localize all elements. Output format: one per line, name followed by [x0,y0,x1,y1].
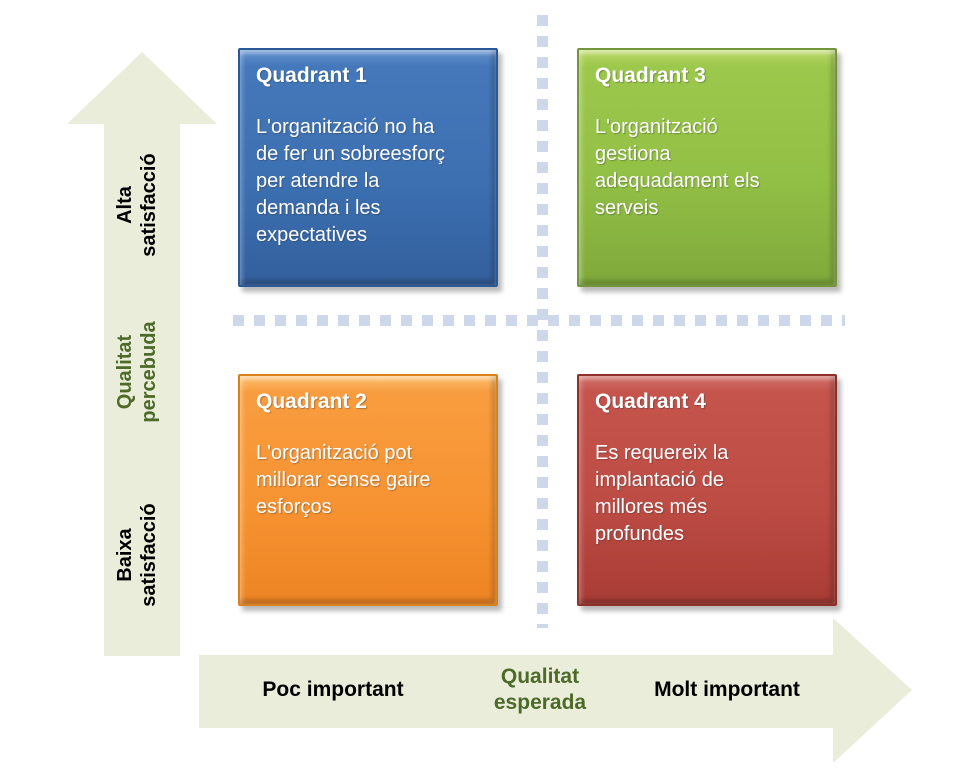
quadrant-1-text: L'organització no ha de fer un sobreesfo… [256,116,445,246]
horizontal-dashed-divider [233,315,845,326]
y-axis-low-label: Baixa satisfacció [113,503,161,606]
quadrant-2-box: Quadrant 2 L'organització pot millorar s… [238,374,498,606]
x-axis-title-line2: esperada [493,691,587,714]
x-axis-arrow-shaft [199,655,833,728]
quadrant-3-title: Quadrant 3 [595,64,706,87]
x-axis-high-label: Molt important [654,677,800,701]
quadrant-4-box: Quadrant 4 Es requereix la implantació d… [577,374,837,606]
x-axis-low-label: Poc important [262,677,404,701]
quadrant-2-title: Quadrant 2 [256,390,367,413]
y-axis-arrow-head-icon [67,52,217,124]
y-axis-low-label-line1: Baixa [114,528,136,582]
quadrant-3-text: L'organització gestiona adequadament els… [595,116,760,219]
y-axis-arrow-shaft [104,123,180,656]
quadrant-4-title: Quadrant 4 [595,390,706,413]
y-axis-title-line2: percebuda [138,321,160,423]
quadrant-2-text: L'organització pot millorar sense gaire … [256,442,431,518]
y-axis-title-line1: Qualitat [114,334,136,410]
x-axis-arrow-head-icon [833,618,912,763]
y-axis-low-label-line2: satisfacció [138,503,160,607]
x-axis-title: Qualitat esperada [494,664,586,717]
y-axis-high-label: Alta satisfacció [113,153,161,256]
y-axis-high-label-line2: satisfacció [138,153,160,257]
y-axis-high-label-line1: Alta [114,186,136,224]
quadrant-3-box: Quadrant 3 L'organització gestiona adequ… [577,48,837,287]
y-axis-title: Qualitat percebuda [113,321,161,422]
quadrant-1-box: Quadrant 1 L'organització no ha de fer u… [238,48,498,287]
x-axis-title-line1: Qualitat [500,664,580,688]
quadrant-1-title: Quadrant 1 [256,64,367,87]
quadrant-4-text: Es requereix la implantació de millores … [595,442,729,545]
